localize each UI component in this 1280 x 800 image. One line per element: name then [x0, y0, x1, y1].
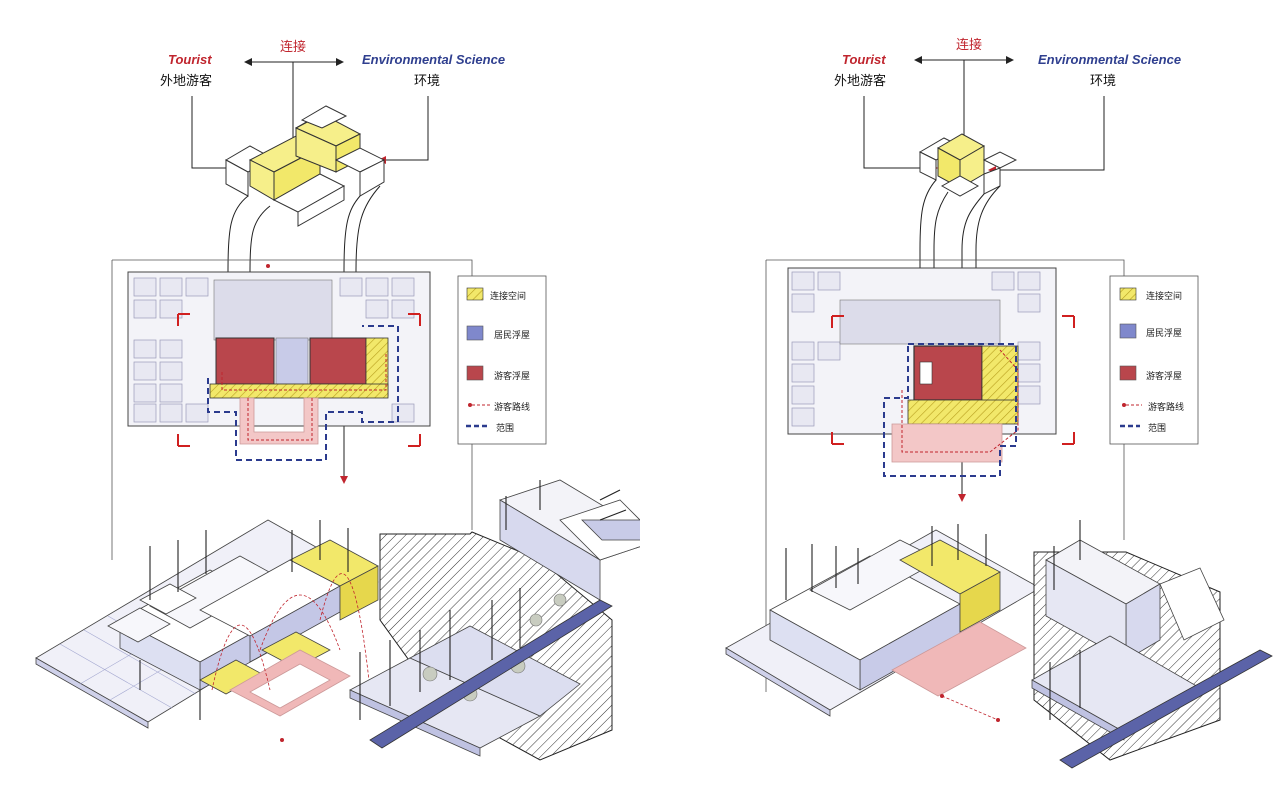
legend-label-connect: 连接空间	[490, 291, 527, 301]
link-label: 连接	[956, 37, 983, 52]
legend-label-route: 游客路线	[494, 402, 531, 412]
environment-cn-label: 环境	[1090, 73, 1117, 88]
legend-swatch-connect	[466, 287, 484, 301]
left-diagram-graphic	[35, 58, 640, 761]
legend-box	[457, 275, 547, 445]
curve-tourist-down-2	[249, 205, 271, 380]
curve-env-down	[340, 195, 361, 484]
legend-label-range: 范围	[1148, 423, 1167, 433]
tourist-cn-label: 外地游客	[834, 73, 887, 88]
tourist-cn-label: 外地游客	[160, 73, 213, 88]
curve-env-down-2	[355, 185, 381, 360]
legend-label-route: 游客路线	[1148, 402, 1185, 412]
legend-box	[1109, 275, 1199, 445]
isometric-module-boxes	[918, 133, 1018, 197]
axonometric-view	[725, 520, 1273, 769]
site-plan	[127, 271, 431, 461]
axonometric-view	[35, 479, 640, 761]
legend-label-range: 范围	[496, 423, 515, 433]
environment-connector	[378, 96, 429, 164]
environment-label: Environmental Science	[1038, 52, 1182, 67]
left-diagram: Tourist 外地游客 连接 Environmental Science 环境…	[35, 39, 640, 761]
site-plan	[787, 267, 1075, 477]
legend-label-connect: 连接空间	[1146, 291, 1183, 301]
legend-label-tourist: 游客浮屋	[1146, 371, 1183, 381]
legend-label-resident: 居民浮屋	[1146, 328, 1183, 338]
legend-label-resident: 居民浮屋	[494, 330, 531, 340]
legend-label-tourist: 游客浮屋	[494, 371, 531, 381]
legend-swatch-resident	[466, 325, 484, 341]
legend-swatch-tourist	[466, 365, 484, 381]
curve-tourist-down	[227, 195, 249, 384]
environment-label: Environmental Science	[362, 52, 506, 67]
tourist-connector	[191, 96, 240, 172]
right-diagram: Tourist 外地游客 连接 Environmental Science 环境…	[640, 0, 1280, 800]
environment-cn-label: 环境	[414, 73, 441, 88]
right-diagram-graphic	[725, 56, 1273, 769]
isometric-module-boxes	[224, 105, 386, 227]
tourist-label: Tourist	[168, 52, 212, 67]
tourist-label: Tourist	[842, 52, 886, 67]
link-label: 连接	[280, 39, 307, 54]
